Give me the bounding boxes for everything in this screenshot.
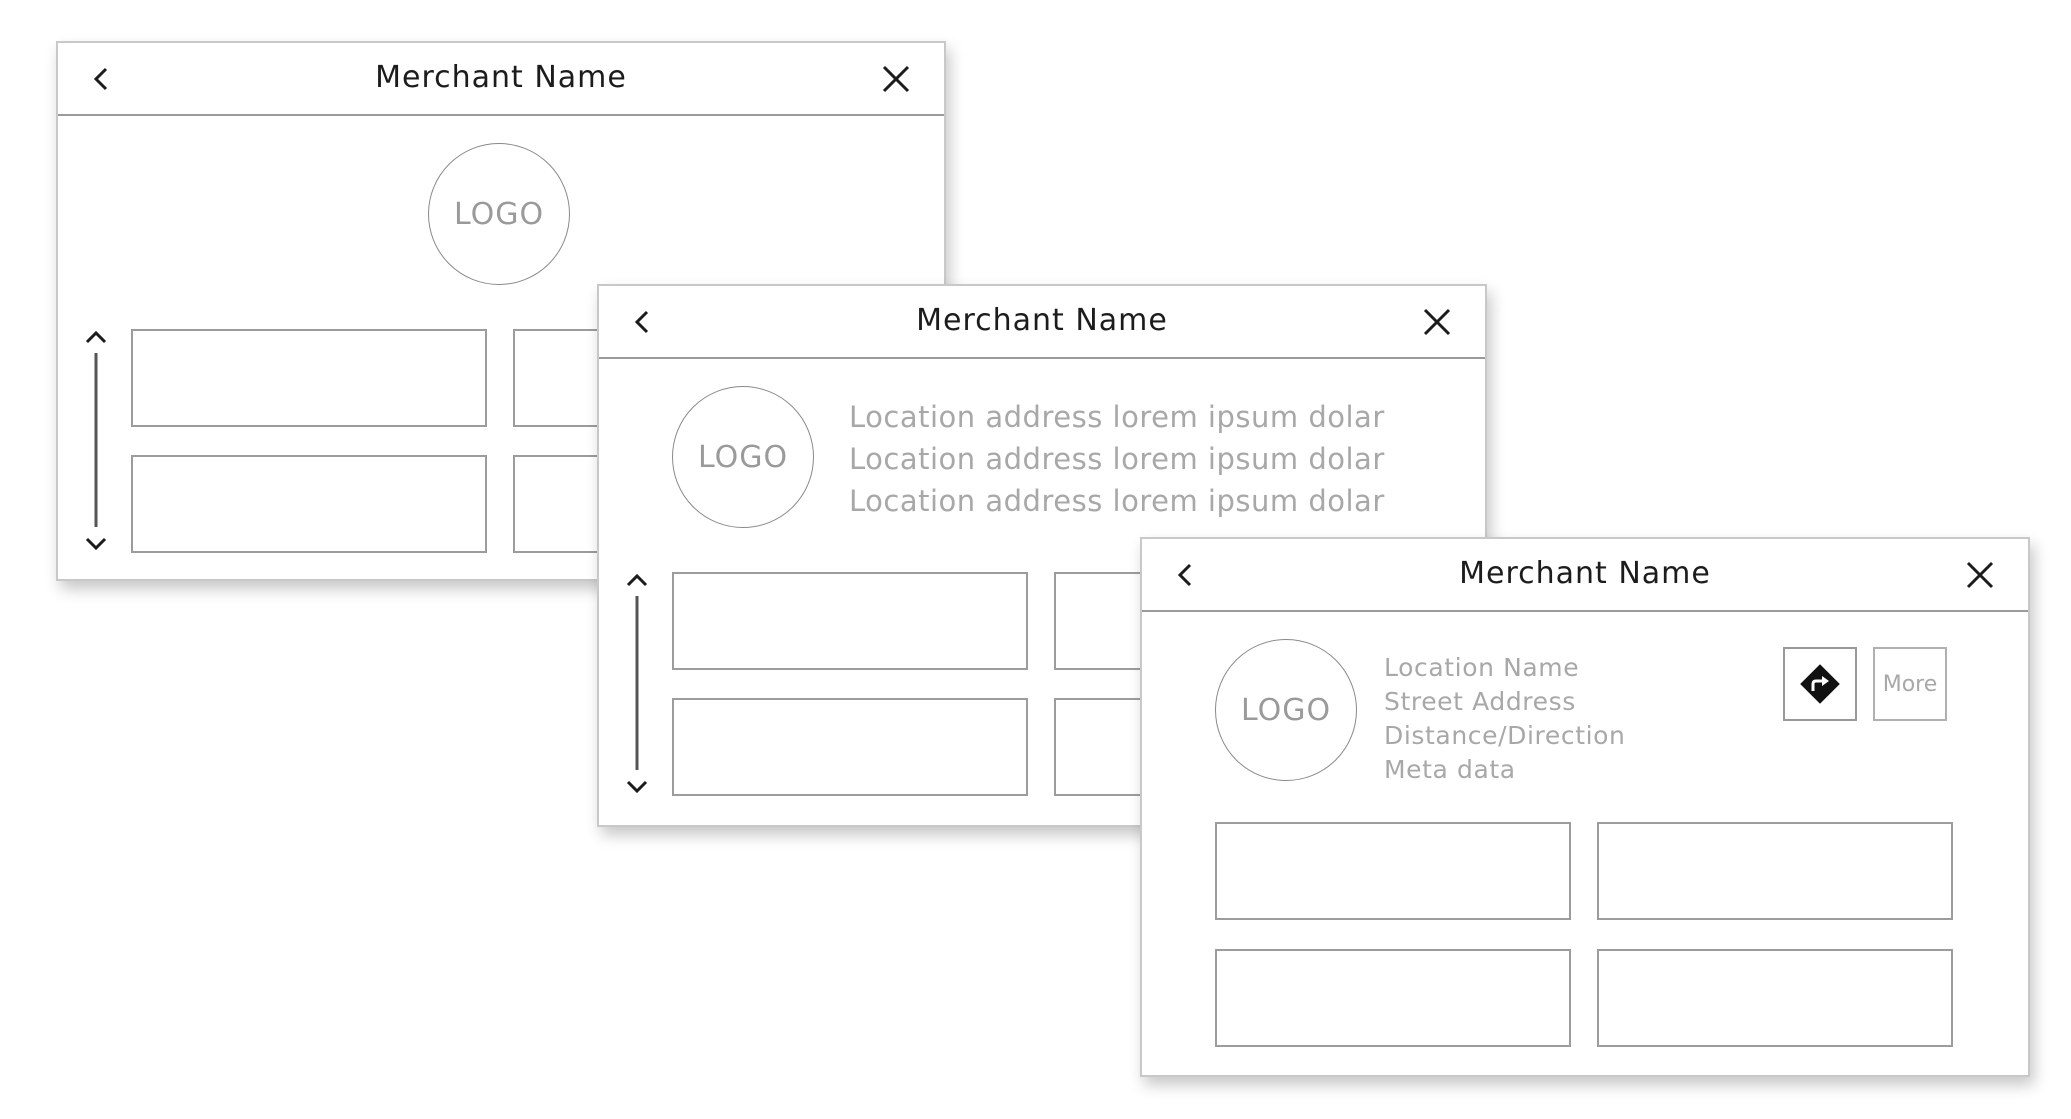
close-button[interactable]: [1960, 555, 2000, 595]
merchant-screen-3: Merchant Name LOGO Location Name Street …: [1140, 537, 2030, 1077]
directions-icon: [1800, 664, 1840, 704]
chevron-up-icon[interactable]: [85, 330, 107, 344]
close-icon: [1423, 308, 1451, 336]
meta-data: Meta data: [1384, 755, 1516, 784]
close-button[interactable]: [1417, 302, 1457, 342]
header: Merchant Name: [58, 43, 944, 116]
street-address: Street Address: [1384, 687, 1576, 716]
menu-tile[interactable]: [131, 455, 487, 553]
back-button[interactable]: [625, 304, 661, 340]
chevron-left-icon: [634, 310, 649, 334]
address-line: Location address lorem ipsum dolar: [849, 400, 1385, 434]
menu-tile[interactable]: [1597, 822, 1953, 920]
menu-tile[interactable]: [672, 698, 1028, 796]
header: Merchant Name: [599, 286, 1485, 359]
directions-button[interactable]: [1783, 647, 1857, 721]
address-line: Location address lorem ipsum dolar: [849, 442, 1385, 476]
close-icon: [1966, 561, 1994, 589]
page-title: Merchant Name: [375, 60, 627, 95]
menu-tile[interactable]: [1215, 949, 1571, 1047]
menu-tile[interactable]: [131, 329, 487, 427]
vertical-scrollbar[interactable]: [622, 568, 652, 800]
chevron-left-icon: [93, 67, 108, 91]
back-button[interactable]: [1168, 557, 1204, 593]
merchant-logo: LOGO: [672, 386, 814, 528]
menu-tile[interactable]: [1597, 949, 1953, 1047]
menu-tile[interactable]: [672, 572, 1028, 670]
merchant-logo: LOGO: [428, 143, 570, 285]
page-title: Merchant Name: [1459, 556, 1711, 591]
vertical-scrollbar[interactable]: [81, 325, 111, 557]
header: Merchant Name: [1142, 539, 2028, 612]
chevron-left-icon: [1177, 563, 1192, 587]
close-icon: [882, 65, 910, 93]
distance-direction: Distance/Direction: [1384, 721, 1626, 750]
chevron-down-icon[interactable]: [626, 780, 648, 794]
close-button[interactable]: [876, 59, 916, 99]
address-line: Location address lorem ipsum dolar: [849, 484, 1385, 518]
location-name: Location Name: [1384, 653, 1580, 682]
chevron-down-icon[interactable]: [85, 537, 107, 551]
page-title: Merchant Name: [916, 303, 1168, 338]
chevron-up-icon[interactable]: [626, 573, 648, 587]
more-button[interactable]: More: [1873, 647, 1947, 721]
menu-tile[interactable]: [1215, 822, 1571, 920]
back-button[interactable]: [84, 61, 120, 97]
merchant-logo: LOGO: [1215, 639, 1357, 781]
